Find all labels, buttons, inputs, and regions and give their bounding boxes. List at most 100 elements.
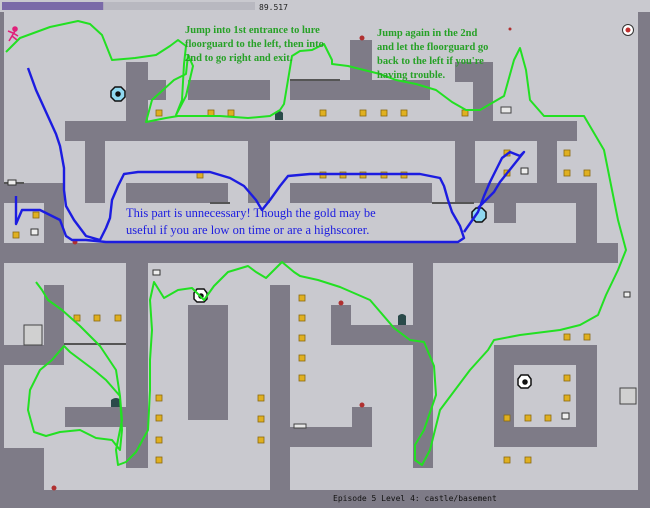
exit-door-icon bbox=[619, 387, 637, 405]
gold-icon bbox=[503, 414, 511, 422]
wall-block bbox=[65, 407, 127, 427]
wall-right bbox=[638, 12, 650, 508]
wall-block bbox=[126, 183, 228, 203]
wall-block bbox=[474, 183, 597, 203]
time-bar bbox=[2, 2, 255, 10]
blue-route-path bbox=[463, 150, 526, 233]
gold-icon bbox=[298, 354, 306, 362]
floorguard-icon bbox=[398, 314, 406, 325]
gold-icon bbox=[257, 394, 265, 402]
drone-icon bbox=[110, 86, 126, 102]
wall-block bbox=[494, 203, 516, 223]
green-route-path bbox=[5, 20, 627, 466]
gold-icon bbox=[257, 415, 265, 423]
wall-block bbox=[4, 448, 44, 490]
floorguards bbox=[111, 111, 406, 407]
floorguard-icon bbox=[111, 398, 121, 407]
launchpad-icon bbox=[520, 167, 529, 175]
blue-route-path bbox=[14, 67, 466, 244]
mine-icon bbox=[51, 485, 57, 491]
launchpad-icon bbox=[561, 412, 570, 420]
time-bar-fill bbox=[2, 2, 104, 10]
gold-icon bbox=[155, 109, 163, 117]
wall-block bbox=[65, 121, 577, 141]
gold-icon bbox=[155, 456, 163, 464]
time-remaining-readout: 89.517 bbox=[259, 3, 288, 12]
wall-block bbox=[494, 345, 514, 447]
gold-icon bbox=[544, 414, 552, 422]
ninja-player-icon bbox=[7, 26, 19, 42]
gold-icon bbox=[155, 414, 163, 422]
wall-block bbox=[4, 345, 64, 365]
route-note-second-entrance: Jump again in the 2nd and let the floorg… bbox=[377, 28, 489, 81]
wall-block bbox=[188, 80, 270, 100]
wall-block bbox=[44, 183, 64, 245]
door-switch bbox=[293, 423, 307, 429]
launchpad-icon bbox=[152, 269, 161, 276]
wall-block bbox=[126, 80, 166, 100]
gadgets bbox=[7, 27, 631, 491]
gold-icon bbox=[298, 314, 306, 322]
platform bbox=[64, 343, 126, 345]
gold-icon bbox=[298, 334, 306, 342]
wall-block bbox=[126, 263, 148, 468]
wall-block bbox=[537, 141, 557, 183]
gold-icon bbox=[359, 109, 367, 117]
gold-icon bbox=[380, 109, 388, 117]
wall-block bbox=[576, 345, 597, 447]
mine-icon bbox=[359, 402, 365, 408]
gold-icon bbox=[93, 314, 101, 322]
wall-block bbox=[4, 243, 618, 263]
platform bbox=[290, 79, 340, 81]
gold-icon bbox=[563, 169, 571, 177]
level-title: Episode 5 Level 4: castle/basement bbox=[333, 494, 497, 503]
gold-icon bbox=[319, 109, 327, 117]
wall-block bbox=[248, 141, 270, 203]
wall-block bbox=[188, 305, 228, 420]
wall-block bbox=[352, 407, 372, 447]
wall-block bbox=[331, 325, 413, 345]
mine-icon bbox=[508, 27, 512, 31]
time-bar-track bbox=[2, 2, 255, 10]
doors bbox=[23, 106, 637, 429]
gold-icon bbox=[155, 394, 163, 402]
exit-door-icon bbox=[622, 24, 634, 36]
wall-block bbox=[413, 263, 433, 468]
gold-icon bbox=[114, 314, 122, 322]
gold-icon bbox=[563, 149, 571, 157]
gold-icon bbox=[227, 109, 235, 117]
wall-block bbox=[473, 62, 493, 124]
wall-block bbox=[576, 183, 597, 245]
gold-icon bbox=[32, 211, 40, 219]
drone-icon bbox=[517, 374, 532, 389]
wall-block bbox=[85, 141, 105, 203]
launchpad-icon bbox=[7, 179, 17, 186]
outer-walls bbox=[0, 12, 650, 508]
mine-icon bbox=[338, 300, 344, 306]
wall-block bbox=[455, 141, 475, 203]
wall-block bbox=[494, 345, 597, 365]
gold-icon bbox=[298, 374, 306, 382]
gold-icon bbox=[298, 294, 306, 302]
interior-walls bbox=[4, 40, 618, 490]
wall-block bbox=[494, 427, 597, 447]
gold-layer bbox=[12, 109, 591, 464]
gold-icon bbox=[563, 374, 571, 382]
gold-icon bbox=[503, 456, 511, 464]
wall-block bbox=[270, 285, 290, 490]
door-switch bbox=[500, 106, 512, 114]
locked-door bbox=[23, 324, 43, 346]
wall-left bbox=[0, 12, 4, 508]
floorguard-icon bbox=[275, 111, 283, 120]
gold-icon bbox=[583, 333, 591, 341]
gold-icon bbox=[563, 394, 571, 402]
gold-icon bbox=[400, 109, 408, 117]
gold-icon bbox=[524, 456, 532, 464]
gold-icon bbox=[73, 314, 81, 322]
wall-bottom bbox=[0, 490, 650, 508]
gold-icon bbox=[563, 333, 571, 341]
mine-icon bbox=[359, 35, 365, 41]
route-note-unnecessary-part: This part is unnecessary! Though the gol… bbox=[126, 206, 376, 237]
